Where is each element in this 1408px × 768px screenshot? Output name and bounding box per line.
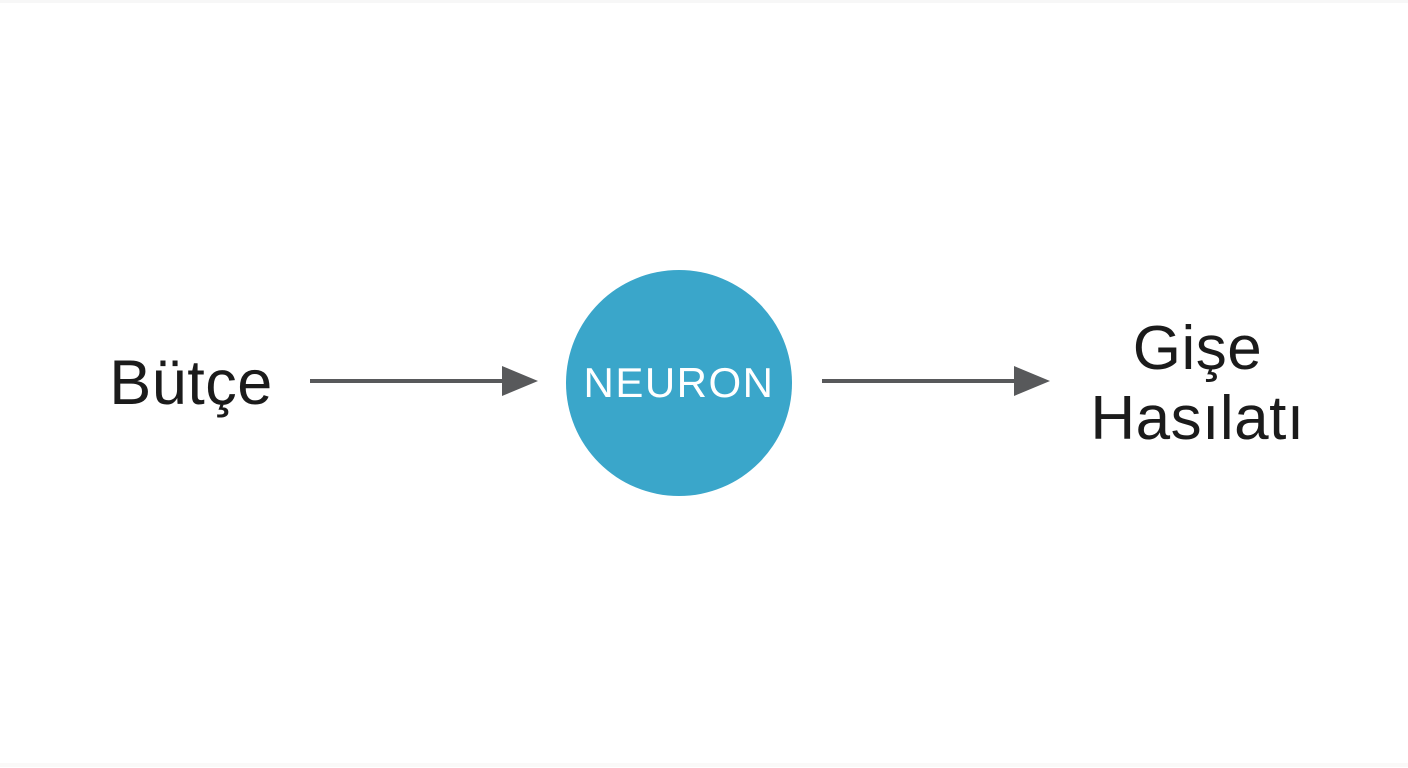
neuron-circle <box>566 270 792 496</box>
input-label: Bütçe <box>109 348 273 418</box>
arrow-left-icon <box>310 366 538 396</box>
neuron-node: NEURON <box>565 269 793 497</box>
arrow-right-head <box>1014 366 1050 396</box>
output-label: Gişe Hasılatı <box>1040 314 1355 454</box>
output-label-line1: Gişe <box>1132 314 1263 383</box>
neuron-node-label: NEURON <box>583 359 775 406</box>
top-edge-artifact <box>0 0 1408 3</box>
arrow-right-icon <box>822 366 1050 396</box>
output-label-line2: Hasılatı <box>1090 384 1305 453</box>
neuron-circle-icon <box>566 270 792 496</box>
arrow-left-head <box>502 366 538 396</box>
bottom-edge-artifact <box>0 763 1408 767</box>
